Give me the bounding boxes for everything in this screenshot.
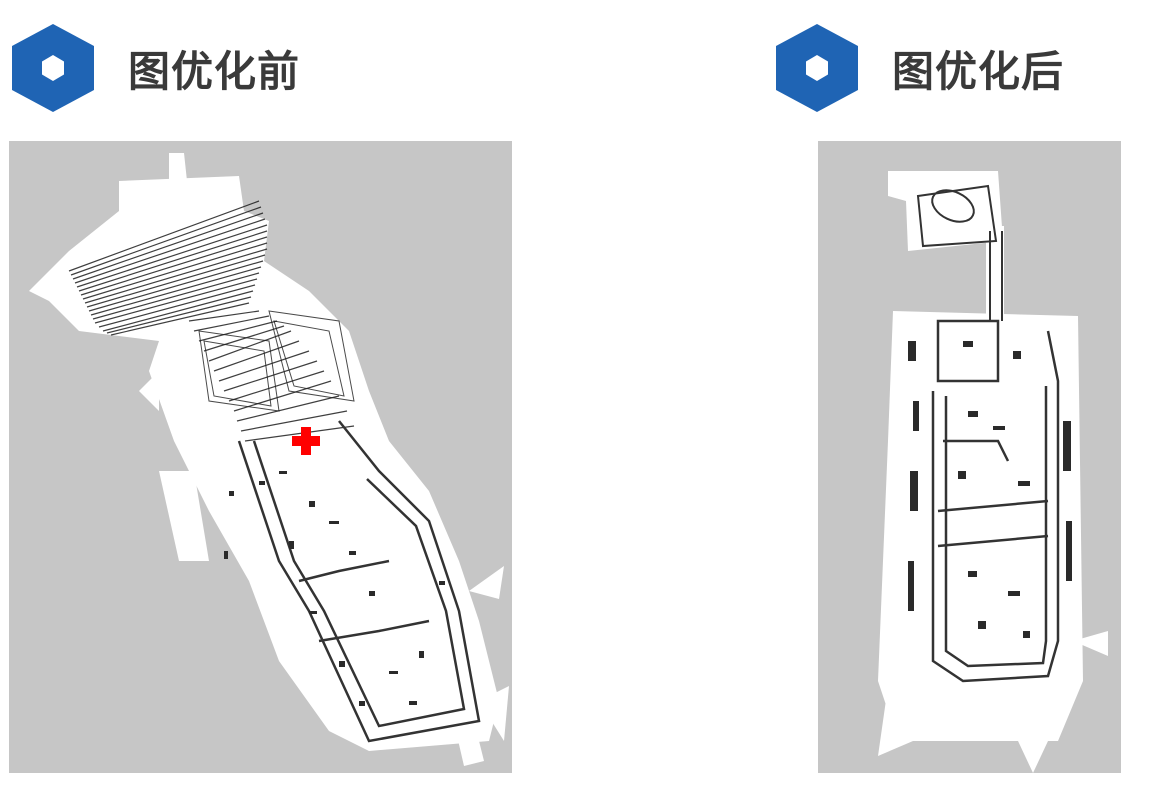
- hexagon-icon: [776, 24, 858, 112]
- occupancy-grid-after: [878, 171, 1108, 773]
- map-after-optimization: [818, 141, 1121, 773]
- hexagon-icon: [12, 24, 94, 112]
- heading-after-title: 图优化后: [892, 46, 1065, 96]
- heading-before-title: 图优化前: [128, 46, 301, 96]
- red-cross-marker: [292, 427, 320, 455]
- heading-before: 图优化前: [8, 22, 300, 114]
- occupancy-grid-before: [29, 153, 509, 766]
- map-before-optimization: [9, 141, 512, 773]
- heading-after: 图优化后: [772, 22, 1064, 114]
